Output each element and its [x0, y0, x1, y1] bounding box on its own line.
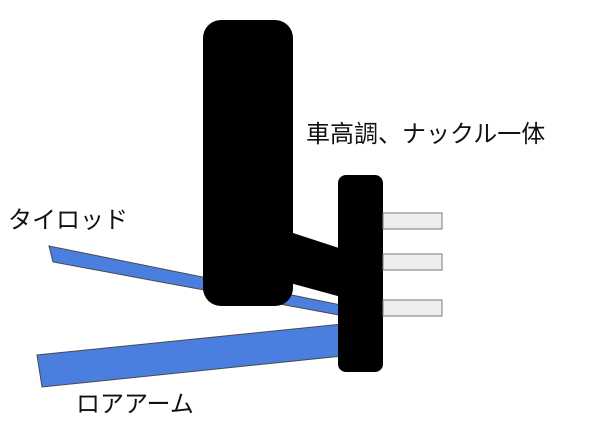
lower-arm-bar [36, 322, 353, 388]
knuckle-body [338, 175, 383, 372]
tie-rod-label: タイロッド [8, 206, 128, 234]
lower-arm-label: ロアアーム [76, 390, 194, 418]
knuckle-bolt [382, 299, 443, 317]
coilover-body [203, 20, 293, 306]
knuckle-bolt [382, 253, 443, 271]
coilover-knuckle-label: 車高調、ナックル一体 [306, 120, 546, 148]
knuckle-bolt [382, 212, 443, 230]
strut-knuckle-link [290, 232, 345, 298]
